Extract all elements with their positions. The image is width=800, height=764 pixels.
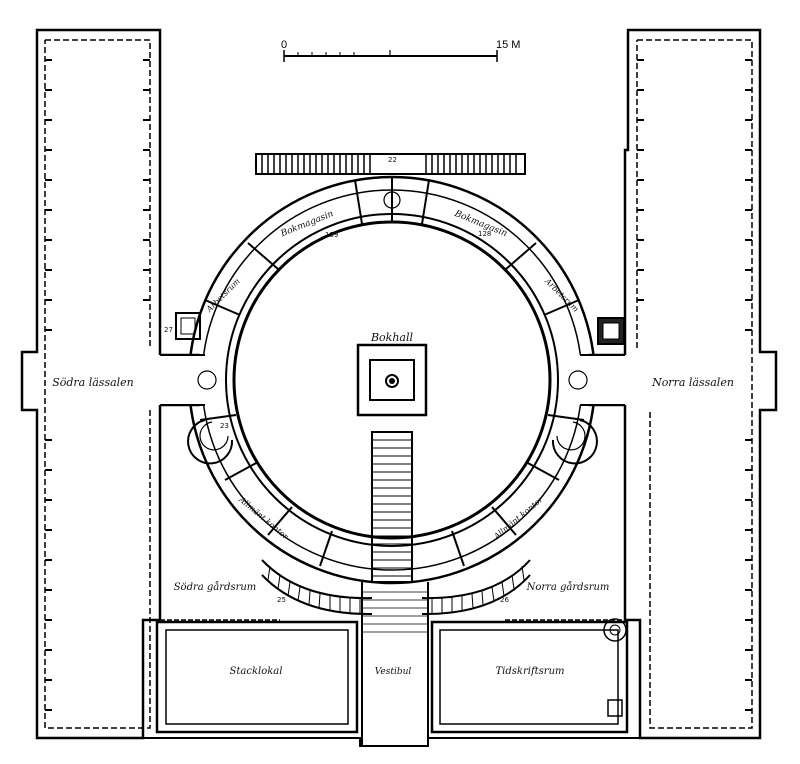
- label-norra-lassalen: Norra lässalen: [651, 376, 734, 389]
- central-staircase: [361, 431, 429, 746]
- label-norra-gardsrum: Norra gårdsrum: [526, 581, 610, 593]
- building-outline: [20, 28, 778, 747]
- room-labels: Bokhall Södra lässalen Norra lässalen Sö…: [52, 209, 734, 677]
- courtyard-walls: [159, 410, 626, 621]
- wing-pilasters: [45, 59, 752, 711]
- label-stacklokal: Stacklokal: [230, 666, 283, 677]
- ring-stairs: [187, 419, 598, 465]
- side-passages: [150, 191, 634, 406]
- ring-partitions: [199, 177, 585, 567]
- label-allmant-kontor-right: Allmänt kontor: [491, 494, 545, 541]
- room-number: 139: [325, 231, 338, 239]
- lower-curved-steps: [261, 559, 531, 616]
- label-bokhall: Bokhall: [370, 331, 414, 344]
- room-number: 128: [478, 230, 491, 238]
- scale-start-label: 0: [281, 39, 287, 51]
- top-colonnade: [255, 153, 526, 175]
- room-number: 23: [220, 422, 229, 430]
- scale-bar: 0 15 M: [281, 39, 520, 62]
- corner-boxes: [175, 312, 625, 345]
- room-number: 22: [388, 156, 397, 164]
- central-desk: [356, 343, 428, 417]
- room-number: 27: [164, 326, 173, 334]
- scale-end-label: 15 M: [496, 39, 520, 51]
- room-numbers: 139 128 27 22 23 25 26: [164, 156, 509, 604]
- label-sodra-gardsrum: Södra gårdsrum: [174, 581, 257, 593]
- label-tidskriftsrum: Tidskriftsrum: [496, 666, 565, 677]
- room-number: 26: [500, 596, 509, 604]
- label-sodra-lassalen: Södra lässalen: [52, 376, 134, 389]
- label-vestibul: Vestibul: [375, 667, 412, 677]
- bottom-rooms: [155, 618, 629, 734]
- room-number: 25: [277, 596, 286, 604]
